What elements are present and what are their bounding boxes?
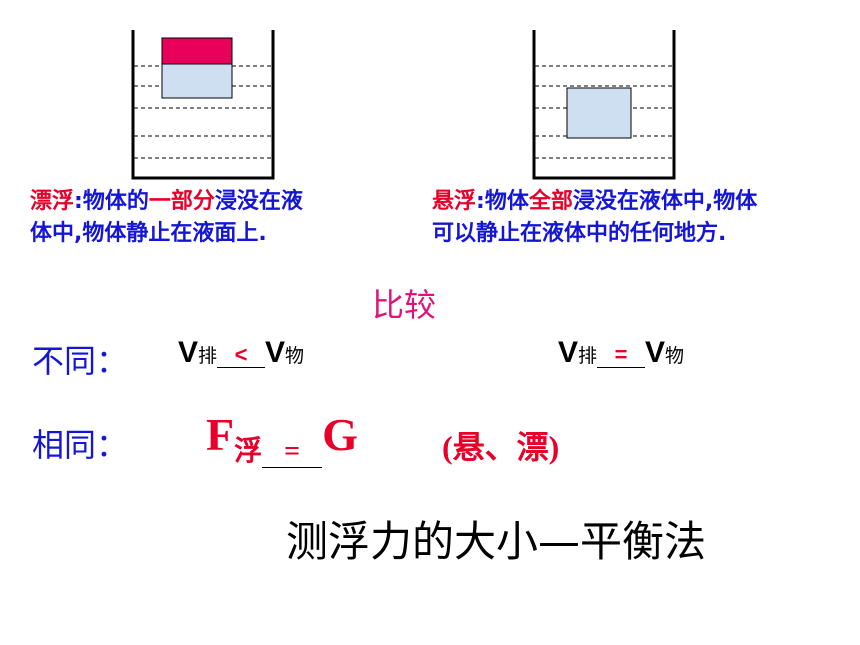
suspending-volume-relation: V排=V物	[558, 336, 685, 369]
floating-block-above	[161, 37, 233, 65]
suspending-beaker-diagram	[532, 30, 676, 180]
floating-volume-relation: V排<V物	[178, 336, 305, 369]
beaker-walls	[131, 30, 275, 180]
buoyancy-equation: F浮=G	[206, 409, 358, 468]
floating-caption: 漂浮:物体的一部分浸没在液 体中,物体静止在液面上.	[30, 189, 303, 246]
equation-blank: =	[262, 437, 323, 468]
different-label: 不同：	[32, 342, 129, 380]
method-title: 测浮力的大小—平衡法	[286, 517, 707, 566]
suspending-term: 悬浮	[432, 189, 477, 214]
suspended-block	[566, 87, 632, 139]
relation-blank: =	[597, 343, 646, 368]
suspending-caption: 悬浮:物体全部浸没在液体中,物体 可以静止在液体中的任何地方.	[432, 189, 758, 246]
relation-blank: <	[217, 343, 266, 368]
floating-highlight: 一部分	[148, 189, 215, 214]
floating-block-submerged	[161, 63, 233, 99]
floating-term: 漂浮	[30, 189, 75, 214]
suspending-highlight: 全部	[528, 189, 573, 214]
same-note: (悬、漂)	[442, 429, 560, 465]
same-label: 相同：	[32, 426, 129, 464]
compare-title: 比较	[372, 286, 437, 324]
beaker-walls	[532, 30, 676, 180]
floating-beaker-diagram	[131, 30, 275, 180]
